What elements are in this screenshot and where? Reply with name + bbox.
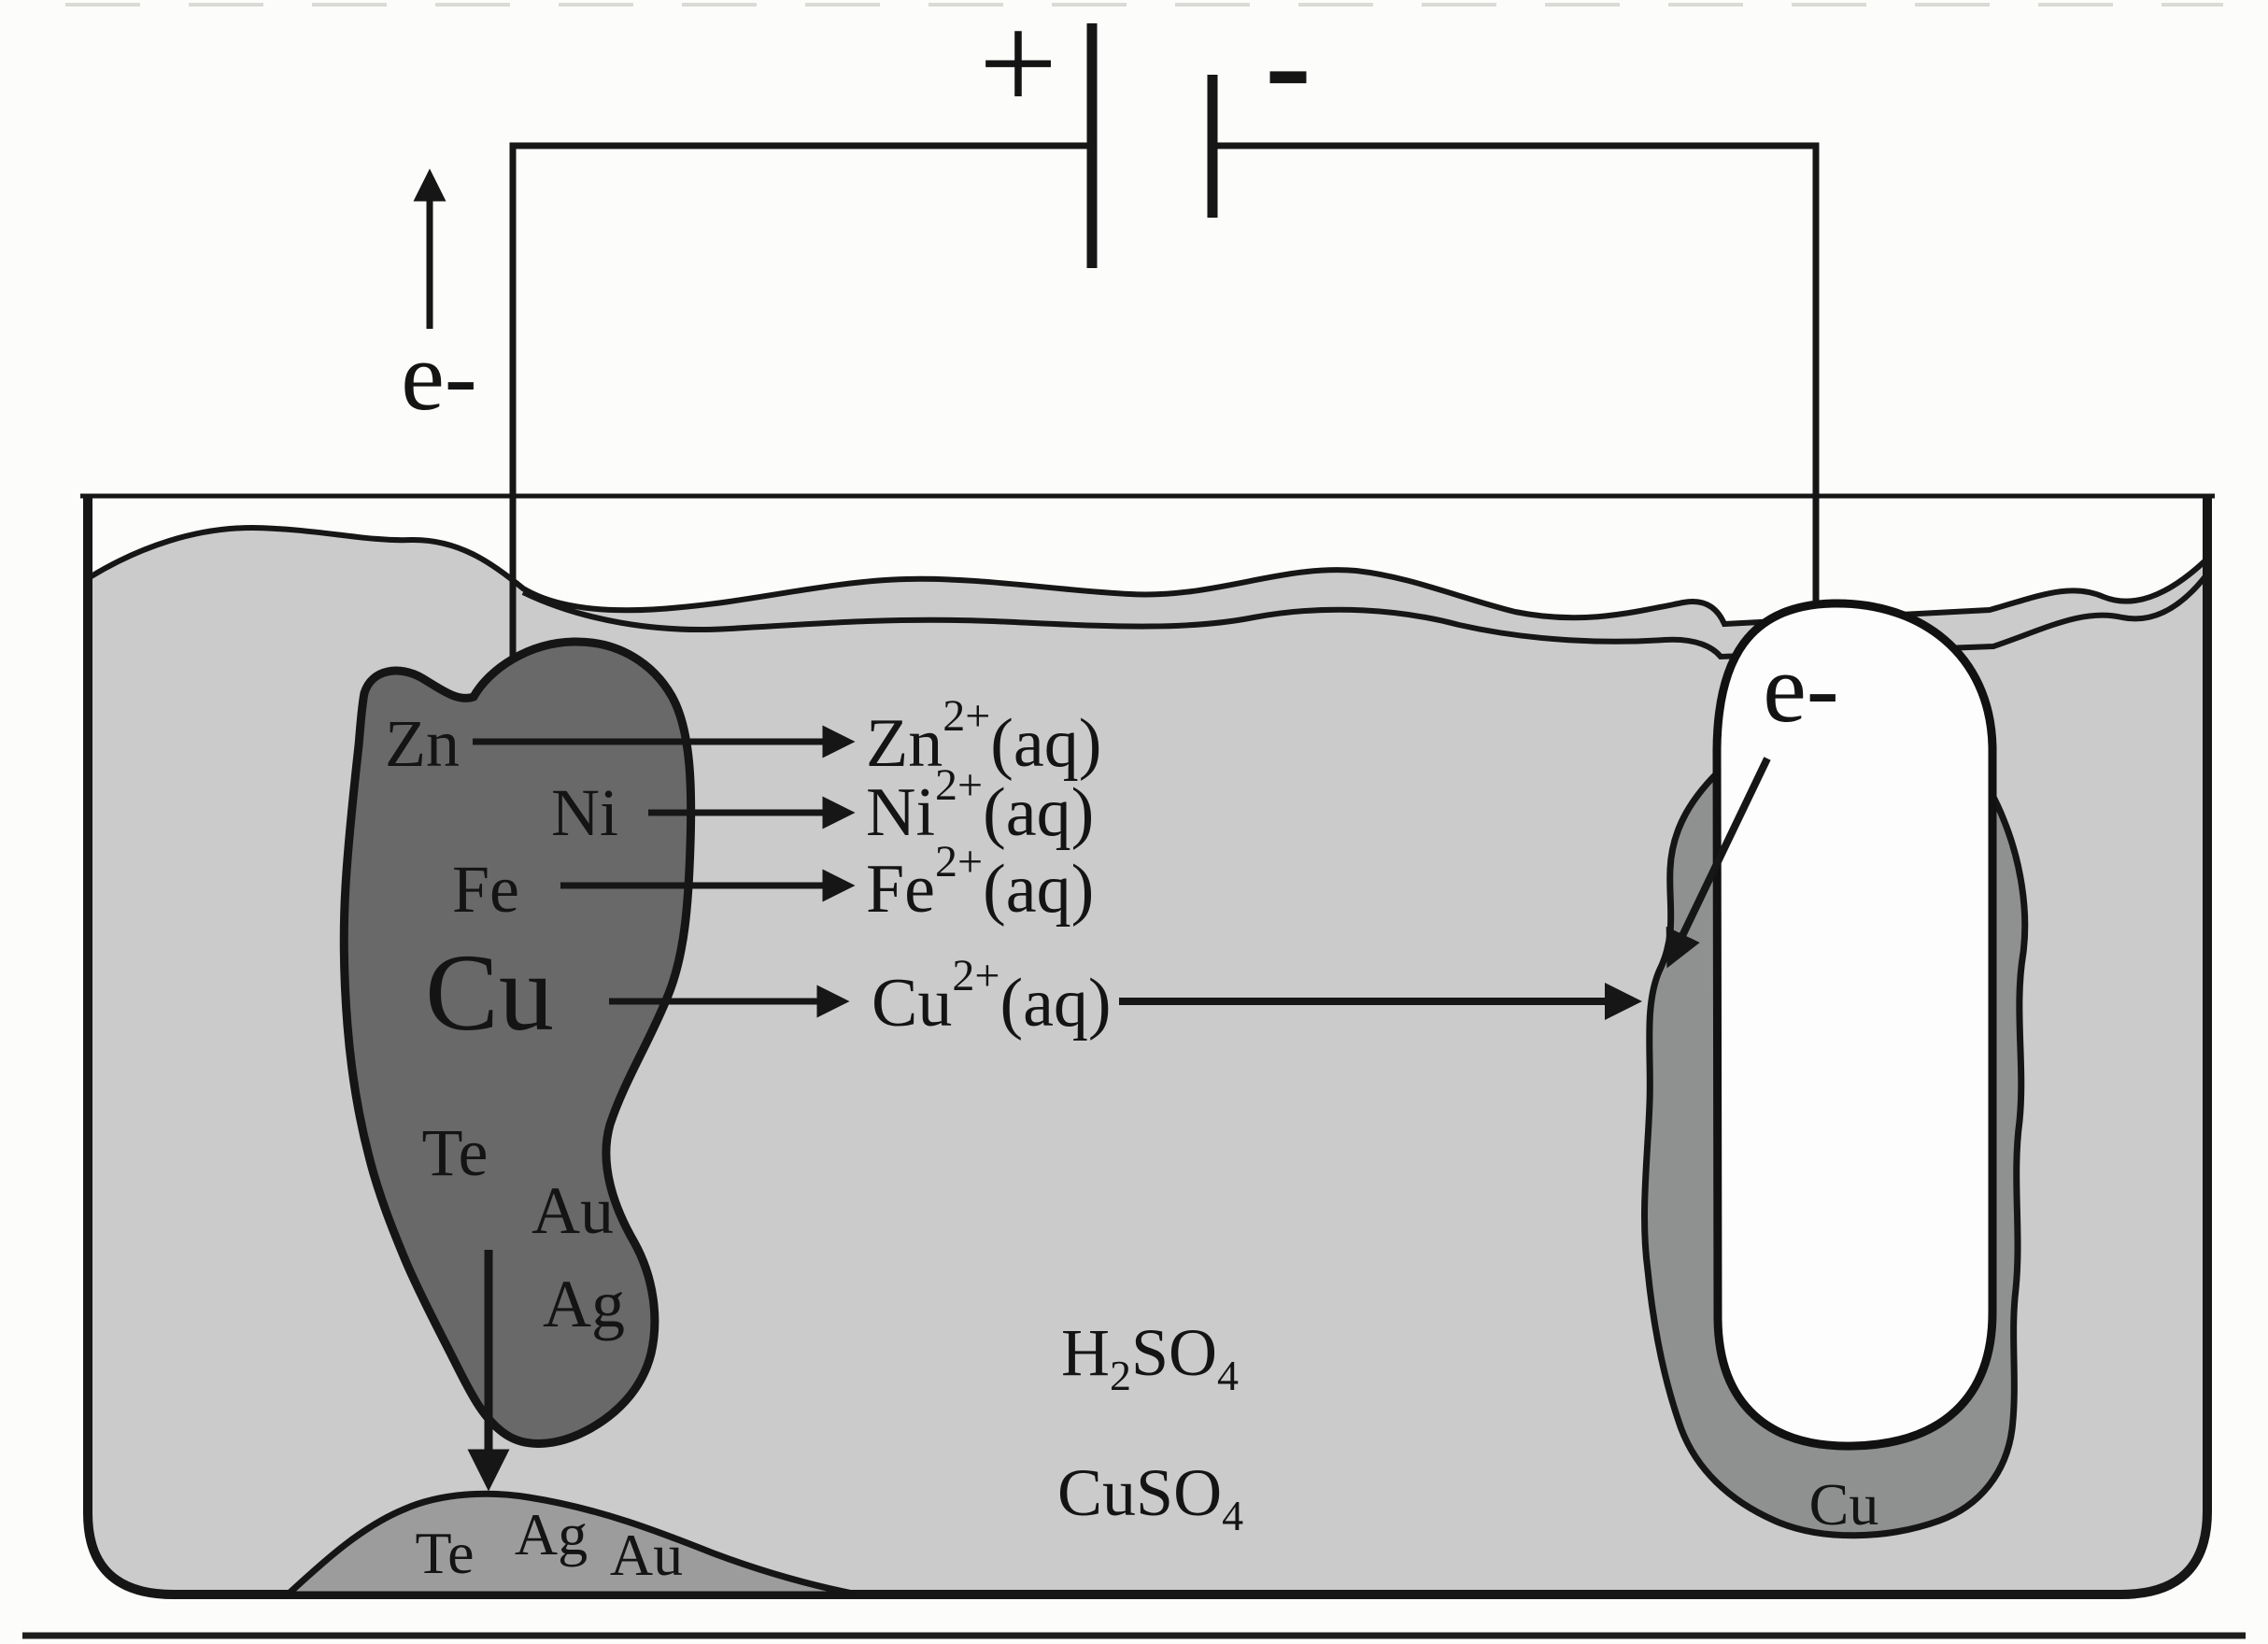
anode-label-cu: Cu [425, 931, 554, 1054]
battery-plus-label: + [979, 0, 1058, 141]
ion-cu-symbol: Cu [872, 965, 952, 1042]
anode-label-ag: Ag [543, 1267, 625, 1341]
ion-label-fe: Fe2+(aq) [866, 837, 1094, 928]
battery-minus-label: - [1265, 0, 1311, 141]
solution-surface-line-upper [88, 524, 2207, 628]
ion-ni-state: (aq) [983, 774, 1094, 851]
anode-label-zn: Zn [385, 706, 460, 781]
sludge-label-au: Au [610, 1522, 683, 1588]
ion-zn-charge: 2+ [943, 691, 990, 741]
anode-label-ni: Ni [551, 775, 618, 850]
ion-label-zn: Zn2+(aq) [866, 691, 1101, 782]
salt-formula-label: CuSO4 [1057, 1455, 1243, 1539]
electron-label-right: e- [1763, 633, 1839, 743]
electron-deposit-arrow [1666, 757, 1771, 969]
ion-ni-symbol: Ni [866, 774, 935, 851]
ion-zn-symbol: Zn [866, 705, 943, 782]
ion-fe-state: (aq) [983, 851, 1094, 928]
cathode-label-cu: Cu [1809, 1471, 1879, 1538]
anode-label-fe: Fe [452, 852, 519, 927]
sludge-label-ag: Ag [515, 1501, 588, 1567]
impure-copper-anode [339, 637, 696, 1448]
anode-sludge-mound [278, 1490, 858, 1598]
anode-label-te: Te [422, 1115, 489, 1190]
ion-fe-charge: 2+ [935, 837, 983, 886]
salt-cuso: CuSO [1057, 1455, 1222, 1530]
solution-surface-line-lower [521, 574, 2208, 660]
tank-wall [83, 496, 2212, 1599]
ion-cu-state: (aq) [999, 965, 1111, 1042]
sludge-label-te: Te [415, 1520, 474, 1586]
pure-copper-cathode [1712, 599, 1997, 1451]
ion-ni-charge: 2+ [935, 760, 983, 810]
electron-label-left: e- [401, 321, 477, 431]
wire-left [509, 142, 1092, 695]
acid-formula-label: H2SO4 [1061, 1315, 1239, 1399]
acid-sub2: 2 [1110, 1352, 1131, 1399]
ion-label-cu: Cu2+(aq) [872, 951, 1112, 1042]
acid-so: SO [1131, 1315, 1217, 1390]
ion-zn-state: (aq) [990, 705, 1101, 782]
acid-h: H [1061, 1315, 1110, 1390]
salt-sub4: 4 [1222, 1492, 1243, 1539]
ion-fe-symbol: Fe [866, 851, 935, 928]
anode-label-au: Au [532, 1173, 614, 1248]
ion-label-ni: Ni2+(aq) [866, 760, 1094, 851]
ion-cu-charge: 2+ [952, 951, 999, 1000]
acid-sub4: 4 [1217, 1352, 1239, 1399]
wire-right [1212, 142, 1820, 612]
